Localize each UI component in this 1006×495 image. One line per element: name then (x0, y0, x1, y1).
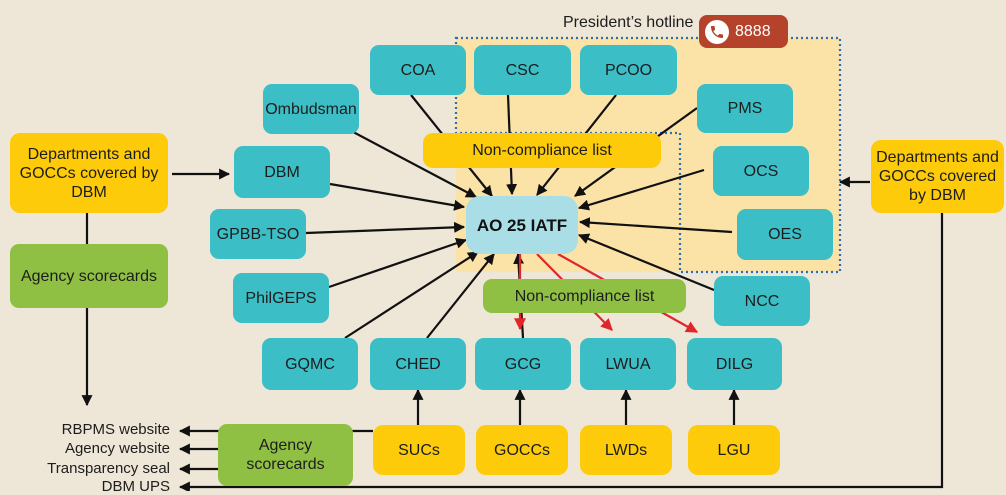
output-rbpms-website: RBPMS website (61, 421, 170, 438)
arrow-ombudsman (339, 124, 477, 198)
noncompliance-list-top: Non-compliance list (423, 133, 661, 168)
arrow-dbm (329, 182, 466, 211)
hotline-number: 8888 (735, 22, 771, 40)
node-ched: CHED (370, 338, 466, 390)
node-pms: PMS (697, 84, 793, 133)
arrow-ocs (577, 168, 705, 211)
arrow-ncc (577, 233, 715, 292)
node-oes: OES (737, 209, 833, 260)
node-philgeps: PhilGEPS (233, 273, 329, 323)
arrow-ched (426, 253, 495, 339)
output-dbm-ups: DBM UPS (101, 478, 170, 495)
node-ocs: OCS (713, 146, 809, 196)
node-gqmc: GQMC (262, 338, 358, 390)
arrow-right-departments-route (178, 213, 944, 491)
hotline-label: President’s hotline (563, 14, 694, 31)
node-lwds: LWDs (580, 425, 672, 475)
node-ombudsman: Ombudsman (263, 84, 359, 134)
right-departments-box: Departments and GOCCs covered by DBM (871, 140, 1004, 213)
node-gcg: GCG (475, 338, 571, 390)
node-sucs: SUCs (373, 425, 465, 475)
node-coa: COA (370, 45, 466, 95)
noncompliance-list-bottom: Non-compliance list (483, 279, 686, 313)
phone-icon (705, 19, 729, 44)
node-dilg: DILG (687, 338, 782, 390)
arrow-gpbb (305, 221, 466, 235)
arrow-oes (578, 217, 733, 234)
node-dbm: DBM (234, 146, 330, 198)
node-gpbb-tso: GPBB-TSO (210, 209, 306, 259)
bottom-agency-scorecards: Agency scorecards (218, 424, 353, 486)
arrow-gqmc (344, 251, 479, 339)
output-agency-website: Agency website (64, 440, 170, 457)
node-csc: CSC (474, 45, 571, 95)
node-ao25-iatf: AO 25 IATF (466, 196, 578, 254)
arrow-philgeps (328, 238, 468, 289)
node-lwua: LWUA (580, 338, 676, 390)
hotline-badge[interactable]: 8888 (699, 15, 788, 48)
node-pcoo: PCOO (580, 45, 677, 95)
node-lgu: LGU (688, 425, 780, 475)
left-departments-box: Departments and GOCCs covered by DBM (10, 133, 168, 213)
node-ncc: NCC (714, 276, 810, 326)
output-transparency-seal: Transparency seal (47, 460, 170, 477)
left-agency-scorecards: Agency scorecards (10, 244, 168, 308)
node-goccs: GOCCs (476, 425, 568, 475)
